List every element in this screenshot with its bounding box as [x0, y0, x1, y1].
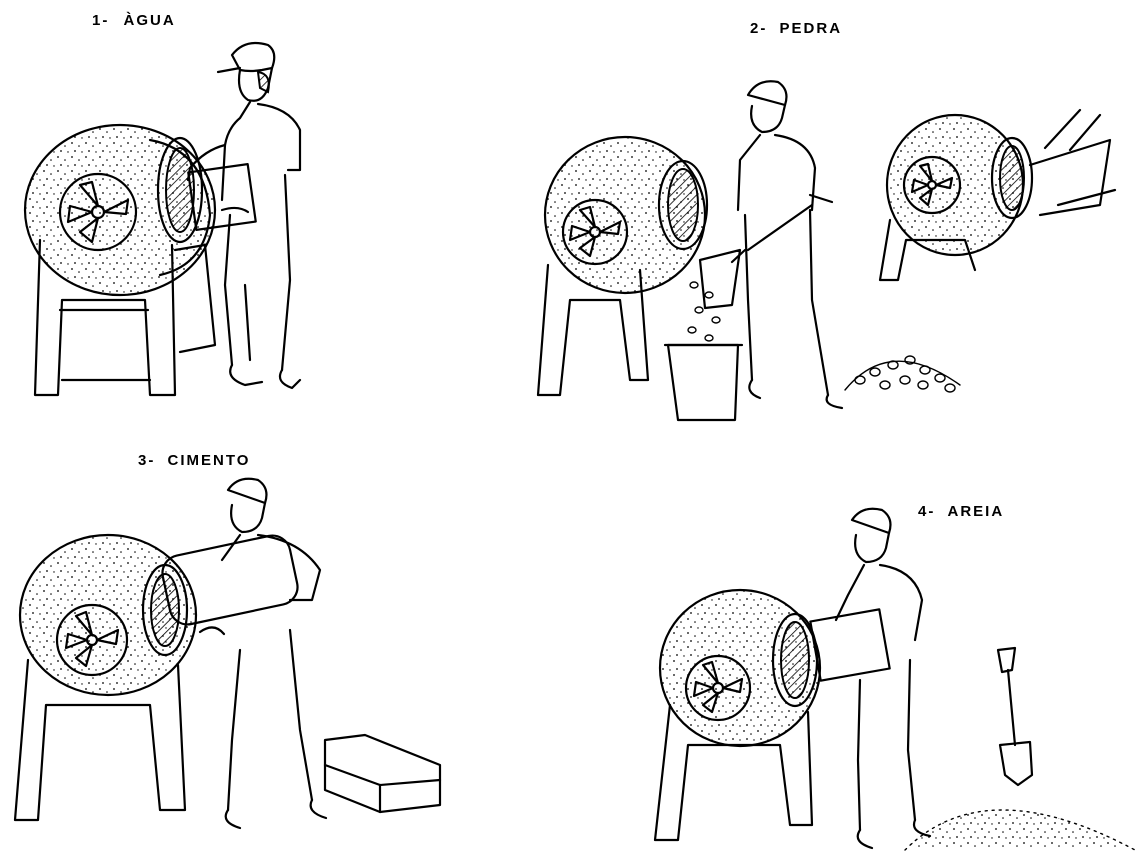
shovel-in-sand	[998, 648, 1032, 785]
scene-2-stone	[538, 81, 1115, 420]
concrete-mixer-3	[15, 535, 196, 820]
stone-pile	[845, 356, 960, 392]
scene-4-sand	[655, 509, 1135, 850]
concrete-mixer-4	[655, 590, 820, 840]
concrete-mixer-2b	[880, 110, 1115, 280]
concrete-mixer-2a	[538, 137, 707, 395]
cement-bags	[325, 735, 440, 812]
scene-3-cement	[15, 479, 440, 828]
scene-1-water	[25, 43, 300, 395]
sand-pile	[905, 810, 1135, 850]
concrete-mixer-1	[25, 125, 215, 395]
worker-4	[810, 509, 930, 848]
worker-2	[700, 81, 842, 408]
